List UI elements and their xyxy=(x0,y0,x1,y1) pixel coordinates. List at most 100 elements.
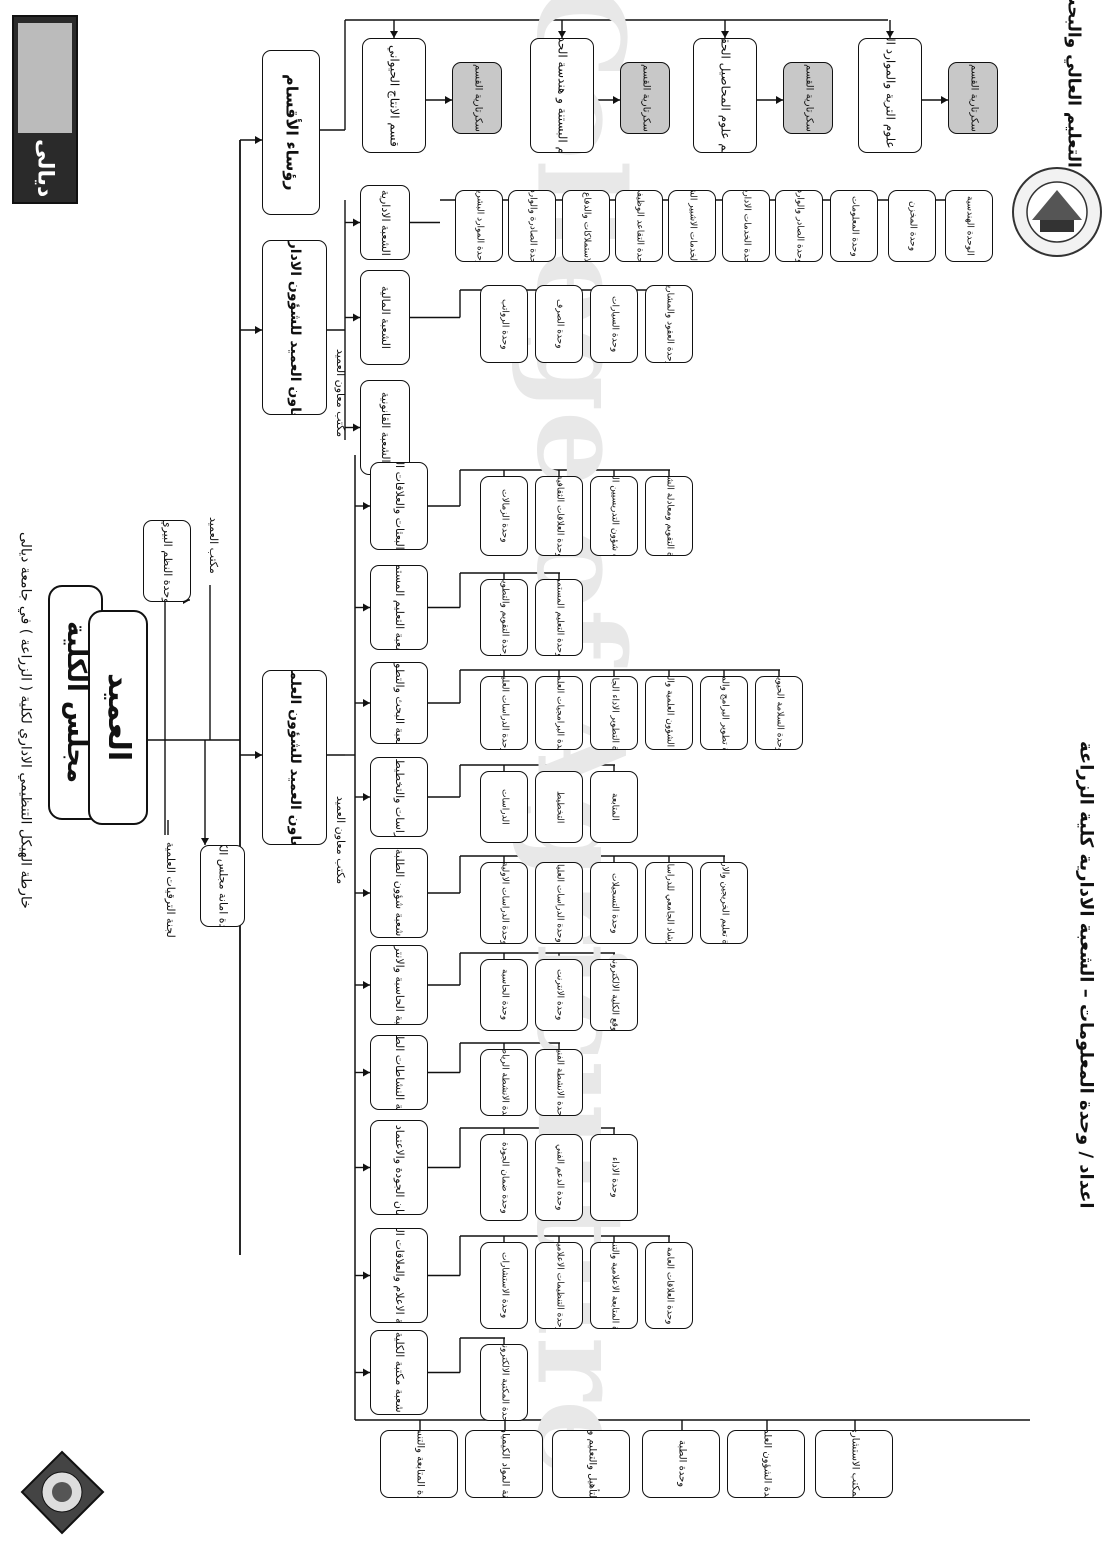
sci-division-4-label: شعبة شؤون الطلبة xyxy=(392,849,406,937)
sci-unit-5-2: موقع الكلية الالكتروني xyxy=(590,959,638,1031)
university-seal xyxy=(1010,165,1105,260)
sci-unit-4-0: وحدة الدراسات الاولية xyxy=(480,862,528,944)
admin-division-2: الشعبة القانونية xyxy=(360,380,410,475)
arrow-head xyxy=(363,502,370,510)
admin-unit-8: وحدة المخزن xyxy=(888,190,936,262)
sci-unit-7-2: وحدة الاداء xyxy=(590,1134,638,1221)
admin-unit-9-label: الوحدة الهندسية xyxy=(964,196,975,256)
sci-unit-2-1: وحدة البرامجيات العلمية xyxy=(535,676,583,750)
sci-division-3-label: شعبة الدراسات والتخطيط والمتابعة xyxy=(393,758,406,836)
department-secretary-2: سكرتارية القسم xyxy=(783,62,833,134)
arrow-head xyxy=(363,1271,370,1280)
bottom-unit-0-label: وحدة المتابعة والتنسيق xyxy=(414,1430,426,1498)
admin-unit-3: وحدة التقاعد الوظيفي xyxy=(615,190,663,262)
department-box-3: قسم علوم التربة والموارد المائية xyxy=(858,38,922,153)
finance-unit-0: وحدة الرواتب xyxy=(480,285,528,363)
sci-unit-9-0-label: وحدة المكتبة الالكترونية xyxy=(499,1344,510,1421)
admin-unit-9: الوحدة الهندسية xyxy=(945,190,993,262)
admin-division-0: الشعبة الادارية xyxy=(360,185,410,260)
finance-unit-0-label: وحدة الرواتب xyxy=(499,298,510,350)
promotions-committee: لجنة الترقيات العلمية xyxy=(163,842,177,938)
department-box-2: قسم علوم المحاصيل الحقلية xyxy=(693,38,757,153)
sci-division-0: شعبة البعثات والعلاقات الثقافية xyxy=(370,462,428,550)
admin-unit-5: وحدة الخدمات الادارية xyxy=(722,190,770,262)
asst-dean-admin-box: معاون العميد للشؤون الادارية xyxy=(262,240,327,415)
sci-unit-7-1: وحدة الدعم الفني xyxy=(535,1134,583,1221)
council-secretariat-unit: وحدة امانة مجلس الكلية xyxy=(200,845,245,927)
sci-unit-6-0-label: وحدة الانشطة الرياضية xyxy=(499,1049,510,1116)
asst-office-admin-label: مكتب معاون العميد xyxy=(333,348,347,438)
sci-unit-5-1-label: وحدة الانترنت xyxy=(554,969,565,1021)
admin-unit-4-label: وحدة الخدمات الاشبير الشخصي xyxy=(687,190,698,262)
sci-unit-8-2-label: وحدة المتابعة الاعلامية والتنسيق xyxy=(609,1242,620,1329)
sci-division-9: شعبة مكتبة الكلية xyxy=(370,1330,428,1415)
sci-unit-2-3: وحدة الشؤون العلمية والبحوث xyxy=(645,676,693,750)
sci-unit-4-3-label: وحدة الارشاد الجامعي للدراسات الاولية xyxy=(664,862,675,944)
sci-unit-8-1: وحدة التنظيمات الاعلامية xyxy=(535,1242,583,1329)
asst-dean-scientific-box: معاون العميد للشؤون العلمية xyxy=(262,670,327,845)
department-secretary-3-label: سكرتارية القسم xyxy=(968,64,980,132)
department-box-2-label: قسم علوم المحاصيل الحقلية xyxy=(718,38,733,153)
diyala-logo: ديالى xyxy=(12,15,78,204)
sci-unit-8-1-label: وحدة التنظيمات الاعلامية xyxy=(554,1242,565,1329)
sci-division-5: شعبة الحاسبة والانترنت xyxy=(370,945,428,1025)
finance-unit-3: وحدة العقود والمشاريع xyxy=(645,285,693,363)
sci-division-8: شعبة الاعلام والعلاقات العامة xyxy=(370,1228,428,1323)
college-seal xyxy=(20,1450,105,1535)
sci-unit-7-1-label: وحدة الدعم الفني xyxy=(554,1144,565,1211)
sci-division-7-label: شعبة ضمان الجودة والاعتماد الاكاديمي xyxy=(392,1120,406,1215)
sci-unit-5-0: وحدة الحاسبة xyxy=(480,959,528,1031)
dean-office-label: مكتب العميد xyxy=(206,516,220,574)
admin-unit-8-label: وحدة المخزن xyxy=(907,200,918,252)
sci-unit-7-0: وحدة ضمان الجودة xyxy=(480,1134,528,1221)
bottom-unit-5: المكتب الاستشاري xyxy=(815,1430,893,1498)
arrow-head xyxy=(390,31,398,38)
sci-unit-4-0-label: وحدة الدراسات الاولية xyxy=(499,862,510,944)
arrow-head xyxy=(363,889,370,897)
sci-unit-8-0-label: وحدة الاستشارات xyxy=(499,1252,510,1319)
admin-unit-1: وحدة الصادرة والواردة xyxy=(508,190,556,262)
sci-division-6: شعبة النشاطات الطلابية xyxy=(370,1035,428,1110)
sci-unit-0-0: وحدة الزمالات xyxy=(480,476,528,556)
department-secretary-1: سكرتارية القسم xyxy=(620,62,670,134)
department-secretary-0: سكرتارية القسم xyxy=(452,62,502,134)
sci-unit-9-0: وحدة المكتبة الالكترونية xyxy=(480,1344,528,1421)
sci-division-2: شعبة البحث والتطوير xyxy=(370,662,428,744)
arrow-head xyxy=(363,981,370,989)
department-box-1-label: قسم البستنة و هندسة الحدائق xyxy=(555,38,570,153)
sci-unit-2-3-label: وحدة الشؤون العلمية والبحوث xyxy=(664,676,675,750)
admin-division-0-label: الشعبة الادارية xyxy=(378,189,392,256)
admin-unit-2-label: وحدة الاستملاكات والدفاع المدني xyxy=(581,190,592,262)
sci-unit-0-2-label: وحدة شؤون التدريسيين الخريج xyxy=(609,476,620,556)
sci-unit-4-2: وحدة التسجيلات xyxy=(590,862,638,944)
department-secretary-2-label: سكرتارية القسم xyxy=(803,64,815,132)
sci-unit-8-3-label: وحدة العلاقات العامة xyxy=(664,1246,675,1325)
heads-of-departments-box: رؤساء الأقسام xyxy=(262,50,320,215)
admin-unit-4: وحدة الخدمات الاشبير الشخصي xyxy=(668,190,716,262)
sci-unit-4-3: وحدة الارشاد الجامعي للدراسات الاولية xyxy=(645,862,693,944)
sci-division-6-label: شعبة النشاطات الطلابية xyxy=(392,1035,406,1110)
sci-unit-3-1: التخطيط xyxy=(535,771,583,843)
sci-unit-2-4: وحدة تطوير البرامج والمناهج xyxy=(700,676,748,750)
department-secretary-3: سكرتارية القسم xyxy=(948,62,998,134)
finance-unit-1: وحدة الصرف xyxy=(535,285,583,363)
arrow-head xyxy=(353,313,360,322)
sci-unit-6-0: وحدة الانشطة الرياضية xyxy=(480,1049,528,1116)
sci-unit-6-1-label: وحدة الانشطة الفنية xyxy=(554,1049,565,1116)
sci-division-1: شعبة التعليم المستمر xyxy=(370,565,428,650)
sci-unit-5-2-label: موقع الكلية الالكتروني xyxy=(609,959,620,1031)
sci-unit-7-0-label: وحدة ضمان الجودة xyxy=(499,1141,510,1214)
sci-unit-0-3: وحدة التقويم ومعادلة الشهادة xyxy=(645,476,693,556)
department-secretary-0-label: سكرتارية القسم xyxy=(472,64,484,132)
department-box-0: قسم الانتاج الحيواني xyxy=(362,38,426,153)
admin-unit-1-label: وحدة الصادرة والواردة xyxy=(527,190,538,262)
sci-unit-5-0-label: وحدة الحاسبة xyxy=(499,969,510,1021)
arrow-head xyxy=(363,603,370,612)
sci-unit-2-2-label: وحدة التطوير الاداء الجامعي xyxy=(609,676,620,750)
arrow-head xyxy=(363,699,370,707)
arrow-head xyxy=(363,1068,370,1077)
sci-unit-0-2: وحدة شؤون التدريسيين الخريج xyxy=(590,476,638,556)
arrow-head xyxy=(558,31,566,38)
unit-quality-systems: وحدة النظم البيري xyxy=(143,520,191,602)
